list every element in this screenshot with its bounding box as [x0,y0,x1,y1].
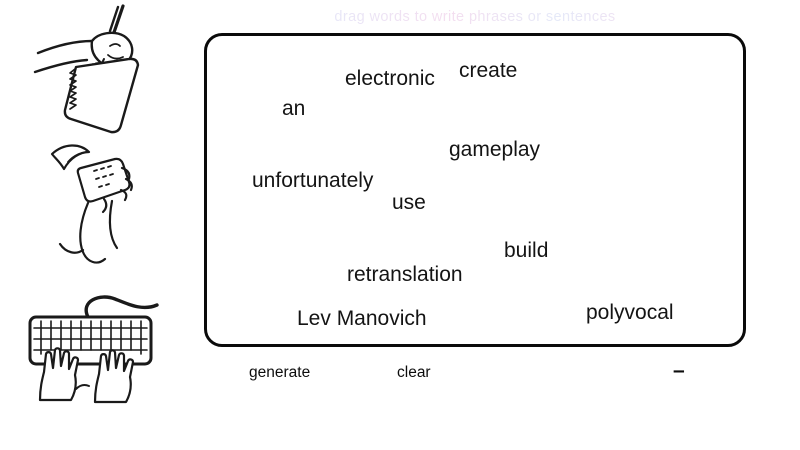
word-gameplay[interactable]: gameplay [449,138,541,161]
clear-button[interactable]: clear [397,364,431,381]
word-use[interactable]: use [392,191,426,214]
word-electronic[interactable]: electronic [345,67,435,90]
minimize-control[interactable]: – [673,359,685,382]
word-board [204,33,746,347]
hands-holding-gamepad-icon [50,144,133,264]
word-polyvocal[interactable]: polyvocal [586,301,674,324]
hands-typing-keyboard-icon [28,295,159,404]
word-unfortunately[interactable]: unfortunately [252,169,374,192]
word-an[interactable]: an [282,97,306,120]
word-create[interactable]: create [459,59,518,82]
word-retranslation[interactable]: retranslation [347,263,463,286]
word-lev-manovich[interactable]: Lev Manovich [297,307,427,330]
writing-hand-notebook-icon [33,4,140,134]
instruction-text: drag words to write phrases or sentences [204,9,746,25]
generate-button[interactable]: generate [249,364,311,381]
word-build[interactable]: build [504,239,549,262]
